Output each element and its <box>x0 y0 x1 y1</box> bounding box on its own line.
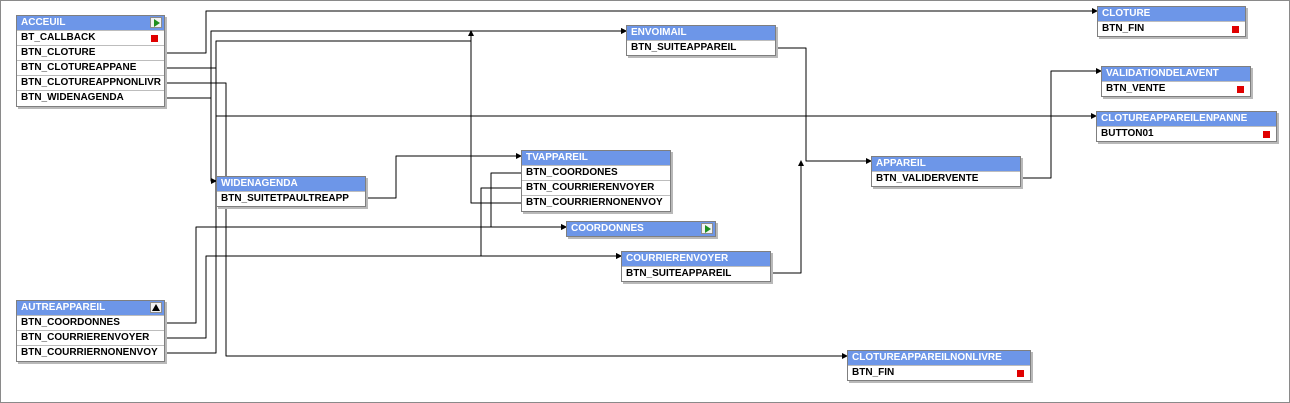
control-btn-coordonnes[interactable]: BTN_COORDONNES <box>17 315 164 330</box>
control-btn-vente[interactable]: BTN_VENTE <box>1102 81 1250 96</box>
window-envoimail-title: ENVOIMAIL <box>631 27 687 38</box>
control-btn-courriernonenvoy[interactable]: BTN_COURRIERNONENVOY <box>522 195 670 210</box>
control-btn-validervente[interactable]: BTN_VALIDERVENTE <box>872 171 1020 186</box>
control-label: BTN_VENTE <box>1106 83 1166 94</box>
window-appareil-header[interactable]: APPAREIL <box>872 157 1020 171</box>
window-acceuil-title: ACCEUIL <box>21 17 66 28</box>
end-marker-icon <box>1263 131 1270 138</box>
control-btn-cloture[interactable]: BTN_CLOTURE <box>17 45 164 60</box>
end-marker-icon <box>1232 26 1239 33</box>
window-envoimail[interactable]: ENVOIMAIL BTN_SUITEAPPAREIL <box>626 25 776 56</box>
link-btn-validervente-to-validationdelavent <box>1021 68 1102 179</box>
control-label: BTN_FIN <box>852 367 895 378</box>
link-btn-cloture-to-cloture <box>164 8 1098 54</box>
window-acceuil-header[interactable]: ACCEUIL <box>17 16 164 30</box>
control-label: BT_CALLBACK <box>21 32 96 43</box>
control-bt-callback[interactable]: BT_CALLBACK <box>17 30 164 45</box>
control-btn-suiteappareil[interactable]: BTN_SUITEAPPAREIL <box>627 40 775 55</box>
control-label: BTN_FIN <box>1102 23 1145 34</box>
link-btn-courrierenvoyer-to-courrierenvoyer <box>164 253 622 339</box>
link-envoimail-suiteappareil-to-appareil <box>776 47 872 164</box>
window-autreappareil-title: AUTREAPPAREIL <box>21 302 106 313</box>
control-label: BTN_CLOTUREAPPNONLIVR <box>21 77 162 88</box>
window-acceuil[interactable]: ACCEUIL BT_CALLBACK BTN_CLOTURE BTN_CLOT… <box>16 15 165 107</box>
window-widenagenda[interactable]: WIDENAGENDA BTN_SUITETPAULTREAPP <box>216 176 366 207</box>
control-label: BTN_COURRIERENVOYER <box>21 332 150 343</box>
window-clotureappareilnonlivre[interactable]: CLOTUREAPPAREILNONLIVRE BTN_FIN <box>847 350 1031 381</box>
window-autreappareil-header[interactable]: AUTREAPPAREIL <box>17 301 164 315</box>
control-label: BTN_WIDENAGENDA <box>21 92 124 103</box>
window-coordonnes[interactable]: COORDONNES <box>566 221 716 237</box>
window-validationdelavent[interactable]: VALIDATIONDELAVENT BTN_VENTE <box>1101 66 1251 97</box>
link-btn-coordonnes-to-coordonnes <box>164 224 567 324</box>
window-appareil-title: APPAREIL <box>876 158 926 169</box>
control-button01[interactable]: BUTTON01 <box>1097 126 1276 141</box>
control-label: BTN_COURRIERNONENVOY <box>526 197 663 208</box>
control-btn-courrierenvoyer[interactable]: BTN_COURRIERENVOYER <box>17 330 164 345</box>
link-btn-suitetpaultreapp-to-tvappareil <box>366 153 522 199</box>
control-btn-suitetpaultreapp[interactable]: BTN_SUITETPAULTREAPP <box>217 191 365 206</box>
end-marker-icon <box>1237 86 1244 93</box>
control-label: BTN_COORDONES <box>526 167 618 178</box>
link-btn-widenagenda-to-widenagenda <box>164 97 217 184</box>
window-cloture-header[interactable]: CLOTURE <box>1098 7 1245 21</box>
control-label: BTN_CLOTUREAPPANE <box>21 62 137 73</box>
window-validationdelavent-title: VALIDATIONDELAVENT <box>1106 68 1219 79</box>
window-coordonnes-title: COORDONNES <box>571 223 644 234</box>
window-tvappareil-title: TVAPPAREIL <box>526 152 588 163</box>
link-btn-courriernonenvoy-to-envoimail <box>164 28 627 354</box>
link-courrierenvoyer-suiteappareil-to-appareil <box>771 160 804 274</box>
control-btn-fin[interactable]: BTN_FIN <box>848 365 1030 380</box>
window-cloture[interactable]: CLOTURE BTN_FIN <box>1097 6 1246 37</box>
window-courrierenvoyer-header[interactable]: COURRIERENVOYER <box>622 252 770 266</box>
control-btn-clotureappane[interactable]: BTN_CLOTUREAPPANE <box>17 60 164 75</box>
control-label: BTN_VALIDERVENTE <box>876 173 979 184</box>
window-courrierenvoyer[interactable]: COURRIERENVOYER BTN_SUITEAPPAREIL <box>621 251 771 282</box>
control-btn-courriernonenvoy[interactable]: BTN_COURRIERNONENVOY <box>17 345 164 360</box>
window-envoimail-header[interactable]: ENVOIMAIL <box>627 26 775 40</box>
end-marker-icon <box>151 35 158 42</box>
window-clotureappareilenpanne-header[interactable]: CLOTUREAPPAREILENPANNE <box>1097 112 1276 126</box>
window-widenagenda-title: WIDENAGENDA <box>221 178 298 189</box>
window-appareil[interactable]: APPAREIL BTN_VALIDERVENTE <box>871 156 1021 187</box>
window-courrierenvoyer-title: COURRIERENVOYER <box>626 253 729 264</box>
link-btn-courriernonenvoy-to-envoimail-b <box>468 30 521 204</box>
link-btn-clotureappane-to-clotureappareilenpanne <box>164 67 1097 119</box>
link-btn-clotureappnonlivr-to-clotureappareilnonlivre <box>164 82 848 359</box>
window-tvappareil-header[interactable]: TVAPPAREIL <box>522 151 670 165</box>
window-tvappareil[interactable]: TVAPPAREIL BTN_COORDONES BTN_COURRIERENV… <box>521 150 671 212</box>
play-icon[interactable] <box>701 223 713 234</box>
control-btn-coordones[interactable]: BTN_COORDONES <box>522 165 670 180</box>
play-icon[interactable] <box>150 17 162 28</box>
window-clotureappareilnonlivre-title: CLOTUREAPPAREILNONLIVRE <box>852 352 1002 363</box>
control-label: BTN_COURRIERNONENVOY <box>21 347 158 358</box>
control-btn-clotureappnonlivr[interactable]: BTN_CLOTUREAPPNONLIVR <box>17 75 164 90</box>
control-label: BTN_COURRIERENVOYER <box>526 182 655 193</box>
window-cloture-title: CLOTURE <box>1102 8 1151 19</box>
end-marker-icon <box>1017 370 1024 377</box>
control-label: BTN_SUITEAPPAREIL <box>631 42 737 53</box>
link-btn-courrierenvoyer-to-courrierenvoyer-b <box>480 187 622 259</box>
window-autreappareil[interactable]: AUTREAPPAREIL BTN_COORDONNES BTN_COURRIE… <box>16 300 165 362</box>
link-btn-coordones-to-coordonnes <box>490 172 567 230</box>
up-arrow-icon[interactable] <box>150 302 162 313</box>
window-validationdelavent-header[interactable]: VALIDATIONDELAVENT <box>1102 67 1250 81</box>
control-label: BTN_SUITEAPPAREIL <box>626 268 732 279</box>
window-clotureappareilenpanne[interactable]: CLOTUREAPPAREILENPANNE BUTTON01 <box>1096 111 1277 142</box>
control-label: BTN_COORDONNES <box>21 317 120 328</box>
window-clotureappareilnonlivre-header[interactable]: CLOTUREAPPAREILNONLIVRE <box>848 351 1030 365</box>
control-label: BTN_SUITETPAULTREAPP <box>221 193 349 204</box>
control-btn-courrierenvoyer[interactable]: BTN_COURRIERENVOYER <box>522 180 670 195</box>
window-coordonnes-header[interactable]: COORDONNES <box>567 222 715 236</box>
window-clotureappareilenpanne-title: CLOTUREAPPAREILENPANNE <box>1101 113 1248 124</box>
control-btn-suiteappareil[interactable]: BTN_SUITEAPPAREIL <box>622 266 770 281</box>
control-btn-fin[interactable]: BTN_FIN <box>1098 21 1245 36</box>
window-widenagenda-header[interactable]: WIDENAGENDA <box>217 177 365 191</box>
control-label: BTN_CLOTURE <box>21 47 96 58</box>
control-btn-widenagenda[interactable]: BTN_WIDENAGENDA <box>17 90 164 105</box>
control-label: BUTTON01 <box>1101 128 1154 139</box>
